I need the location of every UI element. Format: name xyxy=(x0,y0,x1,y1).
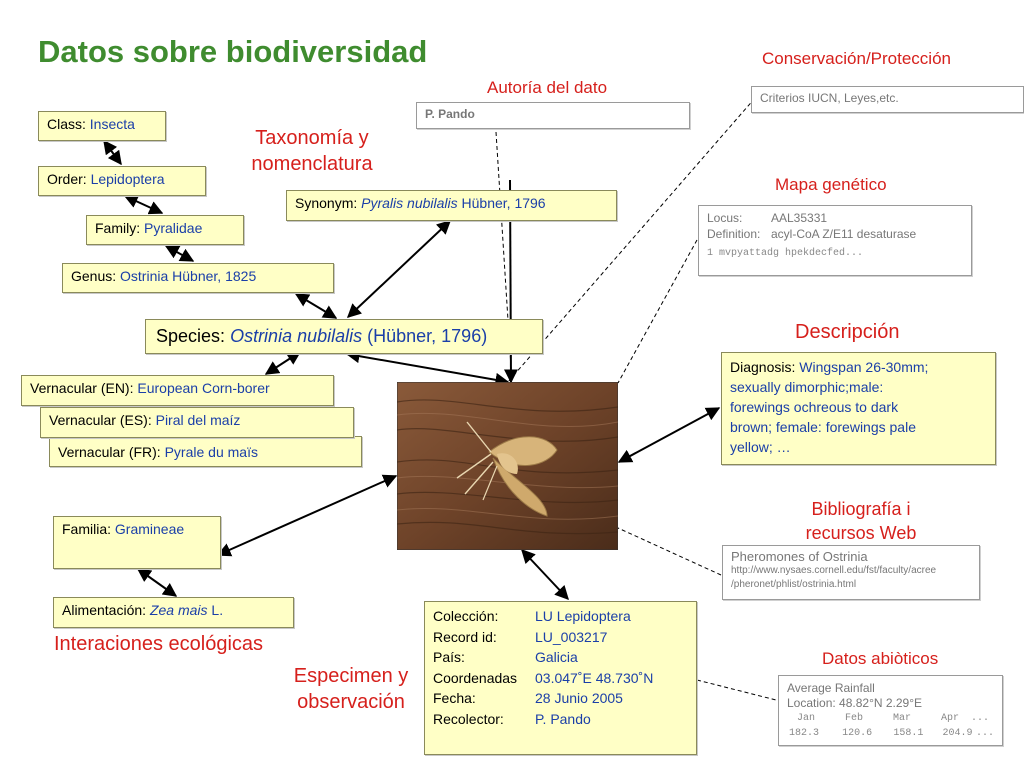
label-autoria: Autoría del dato xyxy=(487,78,608,97)
specimen-row: País:Galicia xyxy=(433,649,578,665)
label-conservacion: Conservación/Protección xyxy=(762,49,951,68)
description-box: Diagnosis: Wingspan 26-30mm; sexually di… xyxy=(721,352,996,465)
dash-abiotic xyxy=(696,679,777,701)
label-abioticos: Datos abiòticos xyxy=(822,649,939,668)
specimen-row: Recolector:P. Pando xyxy=(433,710,591,727)
vernacular-es-box: Vernacular (ES): Piral del maíz xyxy=(40,407,354,438)
arrow-familia-alimentacion xyxy=(136,568,178,597)
author-box: P. Pando xyxy=(416,102,690,129)
vernacular-fr-box: Vernacular (FR): Pyrale du maïs xyxy=(49,436,362,467)
taxon-genus-box: Genus: Ostrinia Hübner, 1825 xyxy=(62,263,334,293)
label-bibliografia: Bibliografía i recursos Web xyxy=(805,499,917,543)
page-title: Datos sobre biodiversidad xyxy=(38,34,428,69)
alimentacion-box: Alimentación: Zea mais L. xyxy=(53,597,294,628)
label-descripcion: Descripción xyxy=(795,321,900,343)
abiotic-values-row: 182.3 120.6 158.1 204.9 ... xyxy=(789,728,994,739)
genetic-map-box: Locus:AAL35331 Definition:acyl-CoA Z/E11… xyxy=(698,205,972,276)
abiotic-box: Average Rainfall Location: 48.82°N 2.29°… xyxy=(778,675,1003,746)
label-interaciones: Interaciones ecológicas xyxy=(54,633,264,655)
taxon-synonym-box: Synonym: Pyralis nubilalis Hübner, 1796 xyxy=(286,190,617,221)
taxon-class-box: Class: Insecta xyxy=(38,111,166,141)
arrow-synonym-species xyxy=(346,220,452,318)
taxon-species-box: Species: Ostrinia nubilalis (Hübner, 179… xyxy=(145,319,543,354)
taxon-family-box: Family: Pyralidae xyxy=(86,215,244,245)
arrow-species-photo xyxy=(345,349,510,387)
arrow-photo-specimen xyxy=(521,548,569,601)
specimen-row: Record id:LU_003217 xyxy=(433,628,608,645)
arrow-class-order xyxy=(103,139,122,166)
vernacular-en-box: Vernacular (EN): European Corn-borer xyxy=(21,375,334,406)
arrow-family-genus xyxy=(164,245,195,262)
arrow-photo-familia xyxy=(216,474,398,557)
dash-bibliography xyxy=(617,527,722,576)
arrow-photo-description xyxy=(617,407,721,463)
specimen-row: Colección:LU Lepidoptera xyxy=(433,608,631,624)
familia-box: Familia: Gramineae xyxy=(53,516,221,569)
taxon-order-box: Order: Lepidoptera xyxy=(38,166,206,196)
abiotic-months-row: Jan Feb Mar Apr ... xyxy=(797,713,990,724)
label-especimen: Especimen y observación xyxy=(293,665,409,713)
bibliography-box: Pheromones of Ostrinia http://www.nysaes… xyxy=(722,545,980,600)
moth-photo xyxy=(397,382,618,550)
specimen-box: Colección:LU Lepidoptera Record id:LU_00… xyxy=(424,601,697,755)
specimen-row: Fecha:28 Junio 2005 xyxy=(433,690,623,706)
arrow-genus-species xyxy=(294,293,338,319)
arrow-order-family xyxy=(123,194,164,215)
conservation-box: Criterios IUCN, Leyes,etc. xyxy=(751,86,1024,113)
label-mapa-genetico: Mapa genético xyxy=(775,175,887,194)
moth-body xyxy=(456,421,558,517)
label-taxonomia: Taxonomía y nomenclatura xyxy=(251,127,373,175)
dash-genetic xyxy=(617,239,698,384)
arrow-species-vernacular xyxy=(264,351,302,375)
